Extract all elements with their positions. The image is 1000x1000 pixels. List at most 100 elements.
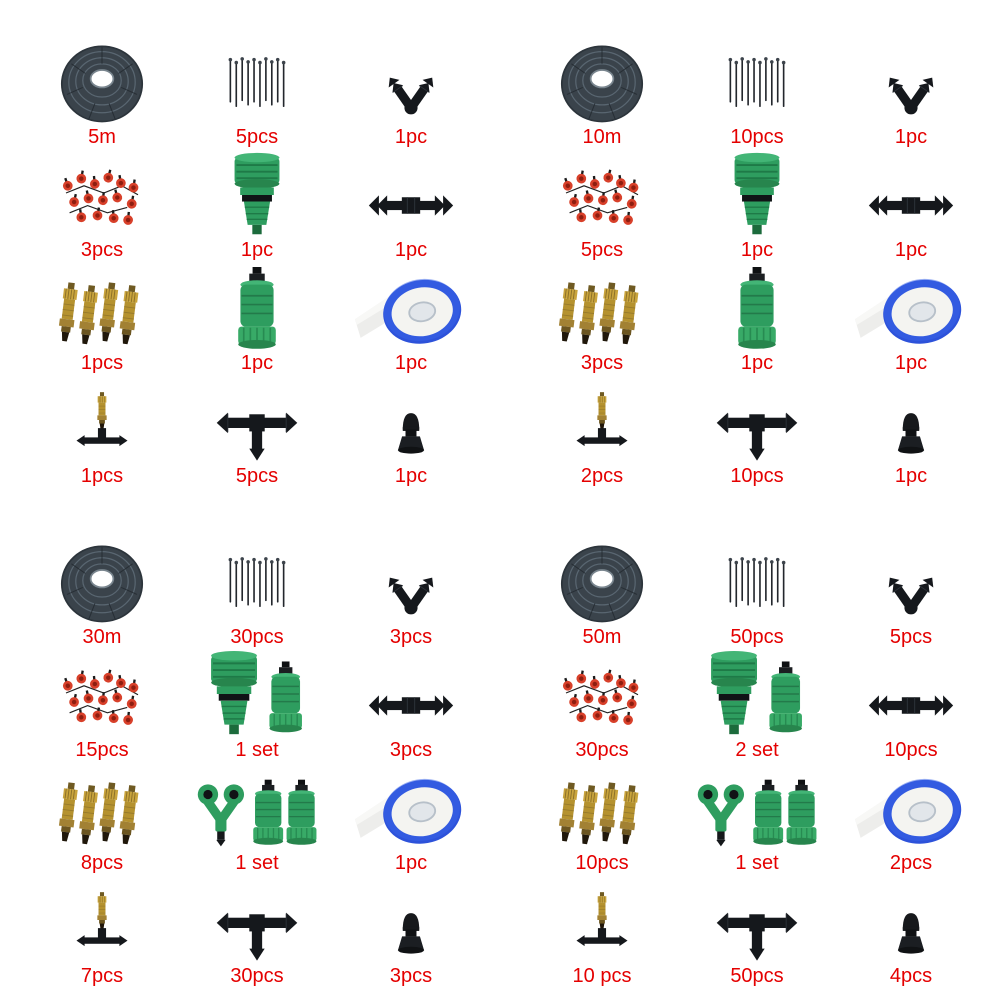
misting-nozzle-tee-icon [573,376,631,464]
quantity-label: 2 set [735,739,779,761]
kit-item: 1pc [336,149,486,262]
quantity-label: 10pcs [730,465,784,487]
hose-coil-icon [58,542,146,625]
kit-item: 10 pcs [526,875,678,988]
kit-item: 30pcs [526,649,678,762]
kit-item: 1pc [336,262,486,375]
kit-item: 30m [26,536,178,649]
kit-item: 10pcs [678,36,836,149]
teflon-tape-icon [855,267,967,351]
quantity-label: 10pcs [884,739,938,761]
faucet-adapter-icon [229,152,285,238]
quantity-label: 1 set [235,739,279,761]
quantity-label: 2pcs [580,465,624,487]
quantity-label: 1pcs [80,352,124,374]
quantity-label: 1pc [240,239,274,261]
kit-item: 1pc [836,262,986,375]
kit-item: 1pc [336,375,486,488]
hose-coil-icon [558,42,646,125]
quantity-label: 50m [582,626,622,648]
quantity-label: 1pc [394,126,428,148]
quantity-label: 1 set [235,852,279,874]
quantity-label: 5pcs [580,239,624,261]
teflon-tape-icon [855,767,967,851]
quantity-label: 15pcs [75,739,129,761]
kit-item: 10pcs [678,375,836,488]
kit-item: 1pcs [26,375,178,488]
kit-item: 3pcs [336,649,486,762]
kit-item: 1pc [836,36,986,149]
quantity-label: 10m [582,126,622,148]
kit-item: 10m [526,36,678,149]
kit-item: 8pcs [26,762,178,875]
brass-misting-nozzles-icon [56,277,148,351]
quantity-label: 1pcs [80,465,124,487]
kit-item: 1pc [836,149,986,262]
kit-item: 5m [26,36,178,149]
quantity-label: 5m [88,126,116,148]
misting-nozzle-tee-icon [73,876,131,964]
dripper-emitters-icon [55,666,149,738]
faucet-adapter-set-icon [207,650,307,738]
y-connector-set-icon [695,775,819,851]
kit-item: 2pcs [836,762,986,875]
end-plug-icon [387,906,435,964]
elbow-connector-icon [868,557,954,625]
kit-item: 5pcs [526,149,678,262]
hose-coil-icon [558,542,646,625]
end-plug-icon [387,406,435,464]
quantity-label: 1pc [394,239,428,261]
kit-item: 1pc [178,262,336,375]
elbow-connector-icon [368,557,454,625]
kit-item: 1pc [178,149,336,262]
dripper-emitters-icon [555,666,649,738]
quantity-label: 30pcs [575,739,629,761]
quantity-label: 3pcs [389,626,433,648]
dripper-emitters-icon [55,166,149,238]
kit-item: 1pc [336,36,486,149]
kit-item: 3pcs [336,536,486,649]
quantity-label: 30pcs [230,626,284,648]
quantity-label: 1pc [894,126,928,148]
kit-item: 3pcs [336,875,486,988]
drip-stakes-icon [220,49,294,125]
elbow-connector-icon [868,57,954,125]
barb-tee-connector-icon [713,904,801,964]
teflon-tape-icon [355,267,467,351]
quantity-label: 10pcs [730,126,784,148]
quantity-label: 1pc [394,852,428,874]
kit-item: 50m [526,536,678,649]
quantity-label: 30pcs [230,965,284,987]
hose-quick-connector-icon [737,267,777,351]
quantity-label: 2pcs [889,852,933,874]
quantity-label: 3pcs [580,352,624,374]
quantity-label: 3pcs [80,239,124,261]
quantity-label: 50pcs [730,626,784,648]
kit-item: 1pcs [26,262,178,375]
barb-straight-connector-icon [865,189,957,238]
brass-misting-nozzles-icon [556,777,648,851]
kit-item: 30pcs [178,875,336,988]
quantity-label: 3pcs [389,739,433,761]
quantity-label: 7pcs [80,965,124,987]
brass-misting-nozzles-icon [556,277,648,351]
hose-coil-icon [58,42,146,125]
quantity-label: 1pc [894,352,928,374]
barb-straight-connector-icon [365,689,457,738]
quantity-label: 1pc [894,239,928,261]
kit-item: 7pcs [26,875,178,988]
kit-item: 1pc [678,149,836,262]
barb-tee-connector-icon [213,904,301,964]
kit-item: 1pc [836,375,986,488]
quantity-label: 10 pcs [572,965,632,987]
kit-item: 5pcs [178,36,336,149]
drip-stakes-icon [720,549,794,625]
kit-item: 4pcs [836,875,986,988]
quantity-label: 8pcs [80,852,124,874]
barb-straight-connector-icon [865,689,957,738]
kit-item: 10pcs [526,762,678,875]
misting-nozzle-tee-icon [573,876,631,964]
